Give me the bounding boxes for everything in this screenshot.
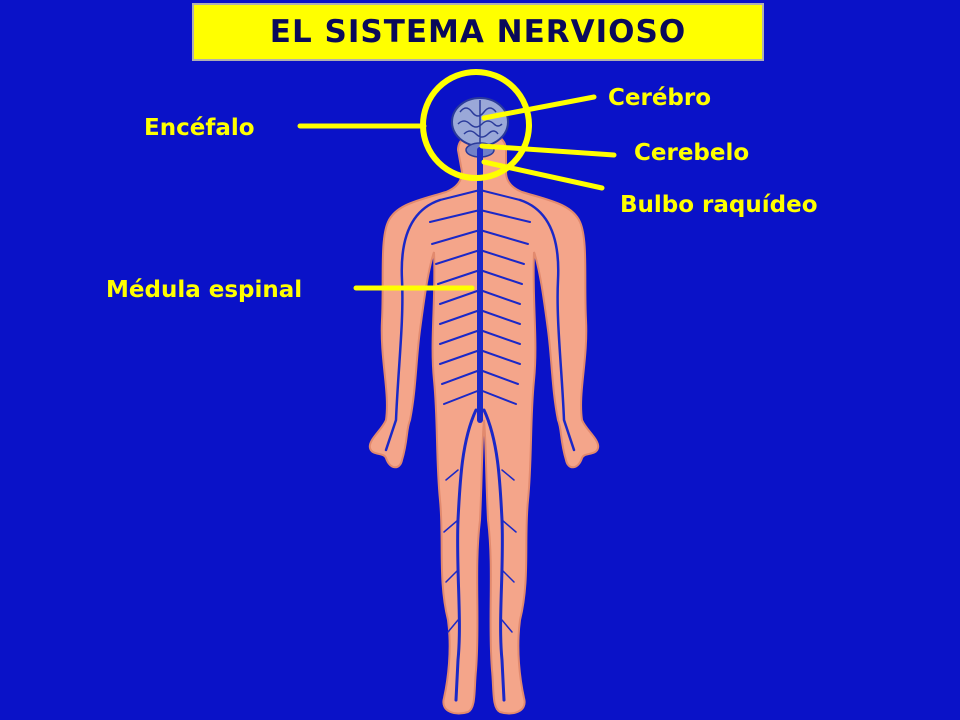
body-silhouette: [368, 130, 600, 715]
page-title: EL SISTEMA NERVIOSO: [269, 14, 687, 50]
cerebro-pointer: [481, 94, 597, 121]
nerve-leg-branches: [443, 469, 517, 633]
human-body-figure: [368, 130, 600, 715]
label-cerebro: Cerébro: [608, 85, 711, 111]
brain-folds: [457, 100, 503, 144]
pointer-lines: [297, 94, 617, 291]
nerve-arm-right: [518, 198, 576, 452]
nerve-arm-left: [384, 198, 442, 452]
label-encefalo: Encéfalo: [144, 115, 255, 141]
cerebelo-pointer: [479, 143, 617, 158]
label-bulbo: Bulbo raquídeo: [620, 192, 818, 218]
label-cerebelo: Cerebelo: [634, 140, 749, 166]
nerve-branches-trunk: [429, 189, 531, 405]
bulbo-pointer: [481, 159, 605, 191]
nerve-network: [384, 147, 576, 702]
title-banner: EL SISTEMA NERVIOSO: [192, 3, 764, 61]
label-medula: Médula espinal: [106, 277, 302, 303]
